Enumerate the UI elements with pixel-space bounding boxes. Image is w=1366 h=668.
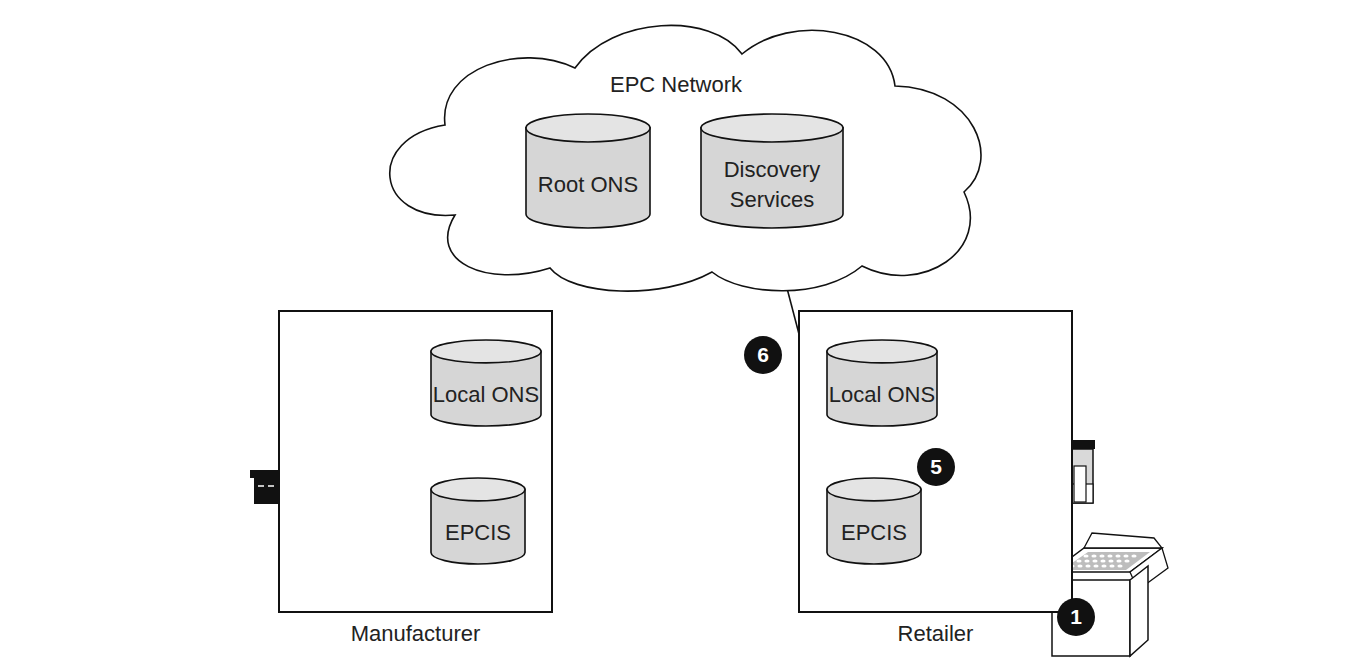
database-cylinder: EPCIS bbox=[430, 477, 526, 565]
cloud-outline bbox=[360, 10, 992, 292]
panel-caption: Manufacturer bbox=[351, 619, 481, 649]
database-cylinder: Discovery Services bbox=[700, 113, 844, 229]
database-cylinder: Local ONS bbox=[826, 339, 938, 427]
cloud-title: EPC Network bbox=[360, 70, 992, 100]
panel-caption: Retailer bbox=[898, 619, 974, 649]
database-cylinder: EPCIS bbox=[826, 477, 922, 565]
database-label: Local ONS bbox=[433, 380, 539, 410]
callout-number: 5 bbox=[917, 448, 955, 486]
callout-number: 1 bbox=[1057, 598, 1095, 636]
database-label: EPCIS bbox=[841, 518, 907, 548]
database-label: Root ONS bbox=[538, 170, 638, 200]
database-cylinder: Root ONS bbox=[525, 113, 651, 229]
database-label: EPCIS bbox=[445, 518, 511, 548]
database-cylinder: Local ONS bbox=[430, 339, 542, 427]
network-cloud: EPC NetworkRoot ONS Discovery Services bbox=[360, 10, 992, 292]
callout-number: 6 bbox=[744, 336, 782, 374]
company-panel: ManufacturerLocal ONSEPCIS bbox=[278, 310, 553, 613]
database-label: Local ONS bbox=[829, 380, 935, 410]
database-label: Discovery Services bbox=[700, 155, 844, 214]
cylinder-outline bbox=[525, 113, 651, 229]
